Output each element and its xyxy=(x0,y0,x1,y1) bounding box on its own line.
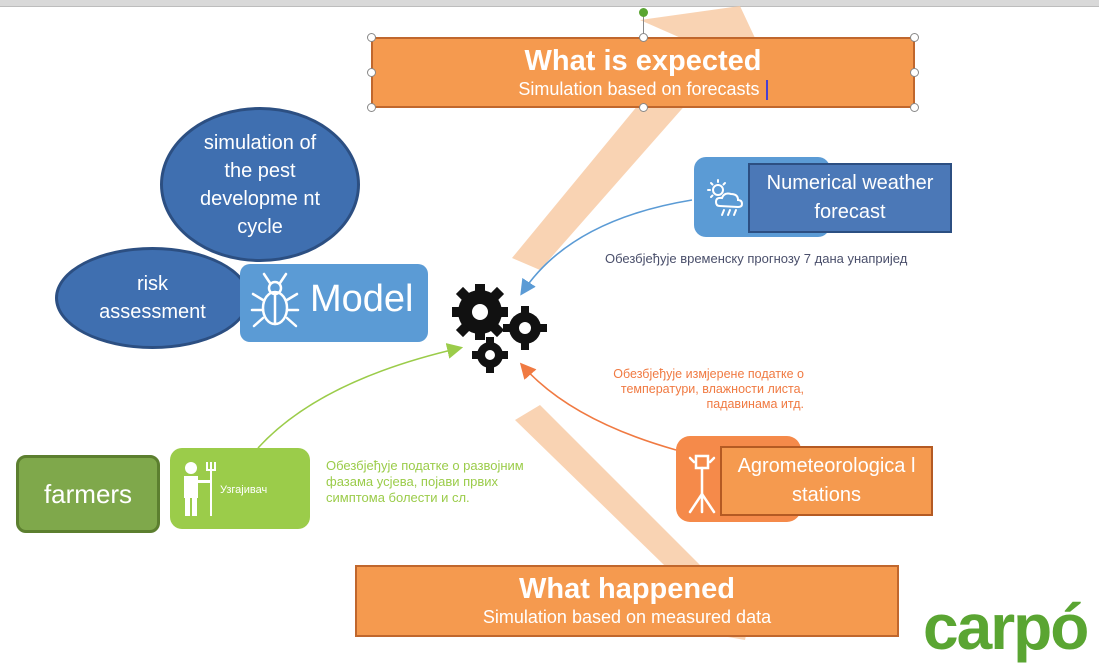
connector-nwf xyxy=(520,199,693,296)
happened-subtitle: Simulation based on measured data xyxy=(482,607,772,627)
weather-station-icon xyxy=(688,454,716,514)
farmer-note: Обезбјеђује податке о развојним фазама у… xyxy=(326,458,524,505)
agro-label: Agrometeorologica l stations xyxy=(737,455,916,506)
resize-handle-s[interactable] xyxy=(639,103,648,112)
farmer-icon xyxy=(184,462,216,516)
expected-banner[interactable]: What is expected Simulation based on for… xyxy=(371,37,915,108)
model-box xyxy=(240,264,428,342)
text-cursor xyxy=(765,80,768,101)
expected-subtitle: Simulation based on forecasts xyxy=(373,78,913,101)
resize-handle-sw[interactable] xyxy=(367,103,376,112)
expected-title: What is expected xyxy=(524,45,762,77)
ellipse-pest-simulation: simulation of the pest developme nt cycl… xyxy=(160,107,360,262)
bug-icon xyxy=(250,272,300,328)
window-top-bar xyxy=(0,0,1099,7)
gears-icon xyxy=(452,284,547,373)
cloud-sun-icon xyxy=(707,179,744,216)
resize-handle-ne[interactable] xyxy=(910,33,919,42)
farmers-label: farmers xyxy=(43,478,133,509)
connector-agro xyxy=(519,362,677,451)
farmer-badge-label: Узгајивач xyxy=(220,484,268,496)
farmers-box: farmers xyxy=(16,455,160,533)
agro-note: Обезбјеђује измјерене податке о температ… xyxy=(613,367,804,411)
resize-handle-n[interactable] xyxy=(639,33,648,42)
happened-banner[interactable]: What happened Simulation based on measur… xyxy=(355,565,899,637)
connector-farmer xyxy=(257,343,464,449)
resize-handle-nw[interactable] xyxy=(367,33,376,42)
resize-handle-e[interactable] xyxy=(910,68,919,77)
resize-handle-se[interactable] xyxy=(910,103,919,112)
ellipse-risk-assessment-label: risk assessment xyxy=(99,273,206,323)
carpo-logo: carpó xyxy=(923,591,1089,663)
expected-subtitle-text: Simulation based on forecasts xyxy=(518,79,760,99)
ellipse-pest-simulation-label: simulation of the pest developme nt cycl… xyxy=(199,131,321,238)
ellipse-risk-assessment: risk assessment xyxy=(55,247,250,349)
resize-handle-w[interactable] xyxy=(367,68,376,77)
nwf-note: Обезбјеђује временску прогнозу 7 дана ун… xyxy=(605,251,908,266)
rotate-handle[interactable] xyxy=(639,8,648,17)
agro-box: Agrometeorologica l stations xyxy=(720,446,933,516)
rotate-handle-line xyxy=(643,12,644,34)
nwf-label: Numerical weather forecast xyxy=(766,172,934,223)
nwf-box: Numerical weather forecast xyxy=(748,163,952,233)
model-label: Model xyxy=(310,278,414,320)
happened-title: What happened xyxy=(519,573,735,605)
